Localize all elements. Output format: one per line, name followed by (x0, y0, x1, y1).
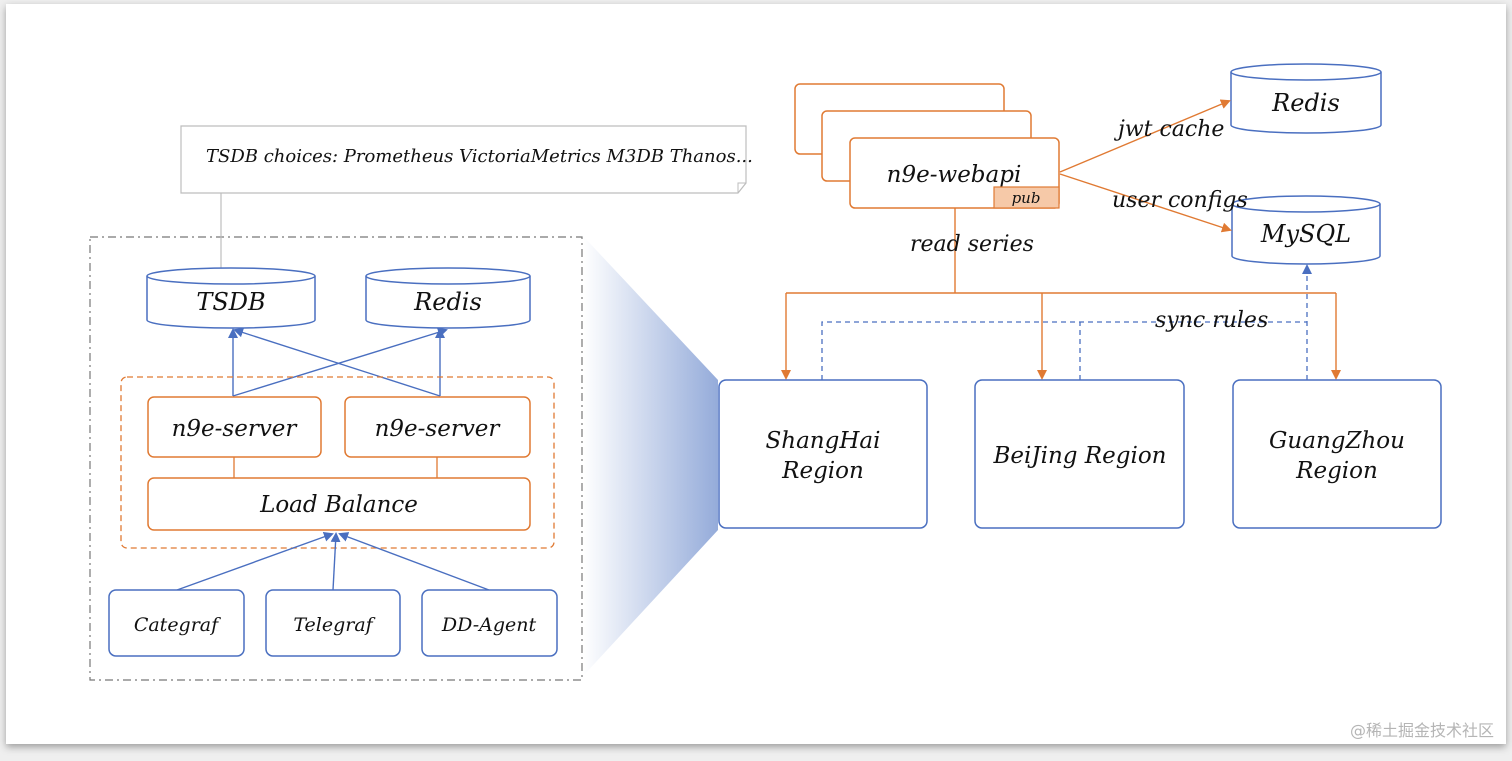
cluster-redis-cylinder: Redis (365, 267, 531, 329)
jwt-cache-arrow (1059, 99, 1231, 173)
pub-badge (993, 186, 1060, 209)
region-beijing: BeiJing Region (974, 379, 1185, 529)
region-shanghai: ShangHai Region (718, 379, 928, 529)
note-text: TSDB choices: Prometheus VictoriaMetrics… (206, 146, 753, 167)
user-configs-label: user configs (1112, 188, 1248, 213)
agent-categraf-label: Categraf (134, 614, 221, 636)
mysql-cylinder: MySQL (1231, 195, 1381, 265)
user-configs-arrow (1059, 173, 1232, 233)
region-guangzhou-line2: Region (1295, 458, 1378, 484)
read-series-label: read series (910, 232, 1034, 257)
load-balance-box: Load Balance (147, 477, 531, 531)
n9e-server-left-label: n9e-server (172, 416, 299, 442)
mysql-label: MySQL (1260, 220, 1351, 248)
n9e-webapi-label: n9e-webapi (887, 162, 1022, 188)
server-to-storage-arrows (228, 327, 448, 397)
load-balance-label: Load Balance (259, 492, 418, 518)
agent-dd-agent: DD-Agent (421, 589, 558, 657)
n9e-server-right: n9e-server (344, 396, 531, 458)
server-group-frame (120, 376, 555, 549)
agent-telegraf-label: Telegraf (293, 614, 375, 636)
webapi-redis-label: Redis (1271, 89, 1340, 117)
read-series-tree (781, 208, 1341, 380)
sync-rules-tree (821, 264, 1312, 380)
tsdb-note: TSDB choices: Prometheus VictoriaMetrics… (180, 125, 753, 194)
region-shanghai-line2: Region (781, 458, 864, 484)
n9e-server-right-label: n9e-server (375, 416, 502, 442)
region-beijing-label: BeiJing Region (993, 443, 1167, 469)
sync-rules-label: sync rules (1155, 308, 1268, 333)
region-guangzhou: GuangZhou Region (1232, 379, 1442, 529)
jwt-cache-label: jwt cache (1113, 117, 1224, 142)
agent-categraf: Categraf (108, 589, 245, 657)
cluster-redis-label: Redis (413, 288, 482, 316)
agent-telegraf: Telegraf (265, 589, 401, 657)
zoom-projection (583, 236, 718, 676)
agent-arrows (176, 532, 490, 591)
n9e-webapi-stack: n9e-webapi pub (794, 83, 1060, 209)
tsdb-cylinder: TSDB (146, 267, 316, 329)
tsdb-label: TSDB (196, 288, 265, 316)
agent-dd-agent-label: DD-Agent (441, 614, 537, 636)
webapi-redis-cylinder: Redis (1230, 63, 1382, 134)
watermark: @稀土掘金技术社区 (1349, 721, 1494, 740)
region-guangzhou-line1: GuangZhou (1269, 428, 1405, 454)
pub-label: pub (1012, 189, 1041, 207)
cluster-frame (89, 236, 583, 681)
n9e-server-left: n9e-server (147, 396, 322, 458)
region-shanghai-line1: ShangHai (766, 428, 881, 454)
